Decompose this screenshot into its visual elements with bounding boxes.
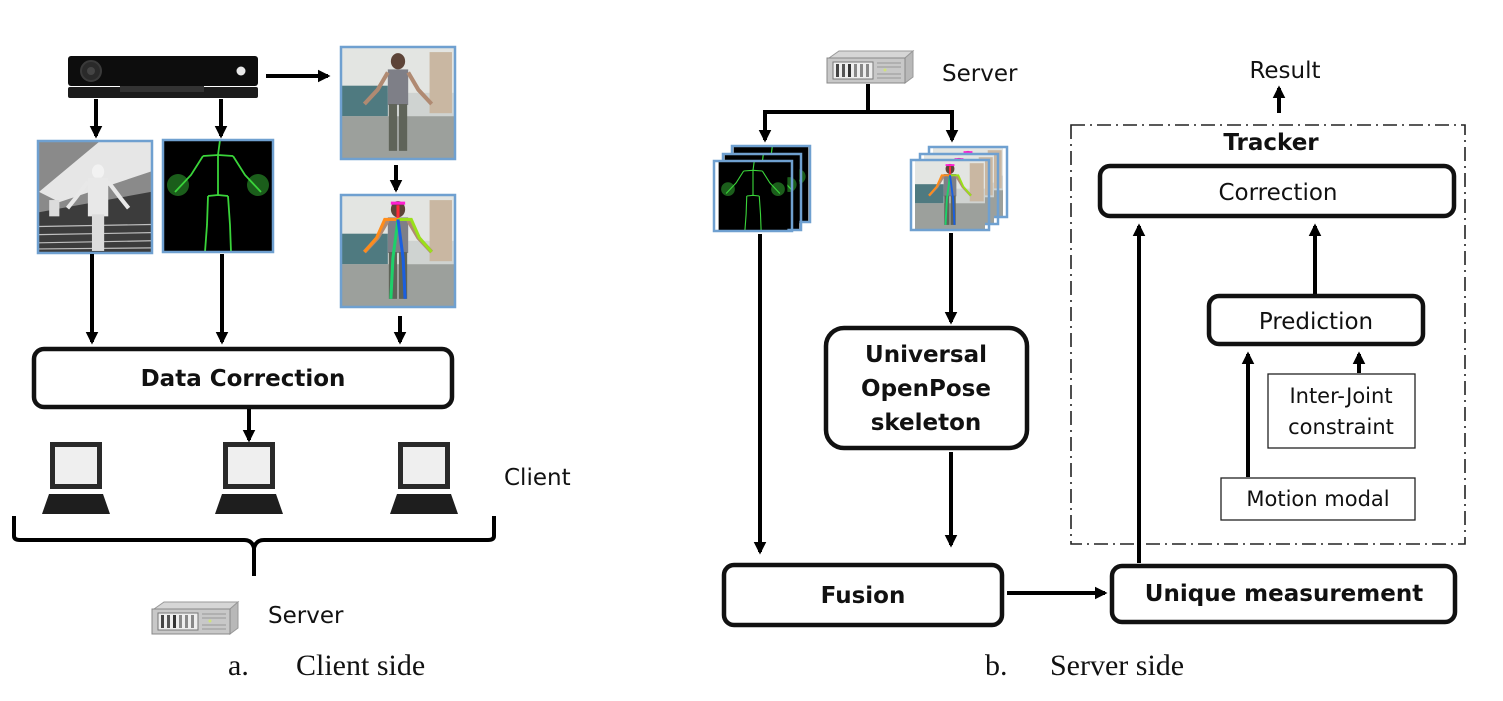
openpose-image (339, 193, 457, 309)
kinect-skeleton-image (161, 138, 275, 254)
server-icon (826, 50, 914, 84)
data-correction-box: Data Correction (31, 346, 455, 410)
universal-openpose-line-3: skeleton (871, 410, 982, 436)
tracker-container (1070, 124, 1466, 545)
rgb-image (339, 45, 457, 161)
inter-joint-constraint-box: Inter-Joint constraint (1267, 373, 1416, 449)
correction-box: Correction (1097, 163, 1457, 219)
prediction-box: Prediction (1206, 293, 1426, 347)
caption-letter-a: a. (228, 649, 249, 682)
server-icon (151, 601, 239, 635)
depth-image (36, 139, 154, 255)
clients-brace (12, 516, 496, 576)
fusion-box: Fusion (721, 562, 1005, 628)
fusion-label: Fusion (821, 583, 906, 609)
panel-a-client-side: Data Correction Client Server a. Client … (12, 45, 571, 682)
unique-measurement-label: Unique measurement (1145, 581, 1423, 607)
constraint-line-1: Inter-Joint (1289, 384, 1392, 408)
data-correction-label: Data Correction (141, 366, 346, 392)
unique-measurement-box: Unique measurement (1109, 563, 1458, 625)
laptop-icon (390, 442, 458, 514)
motion-modal-label: Motion modal (1246, 487, 1389, 511)
openpose-stack (909, 145, 1009, 232)
laptop-icon (215, 442, 283, 514)
kinect-skeleton-stack (712, 144, 812, 233)
laptop-icon (42, 442, 110, 514)
caption-a: Client side (296, 649, 425, 682)
motion-modal-box: Motion modal (1220, 477, 1416, 521)
client-label: Client (504, 465, 571, 491)
caption-b: Server side (1050, 649, 1184, 682)
universal-openpose-box: Universal OpenPose skeleton (823, 325, 1030, 451)
panel-b-server-side: Server Universal OpenPo (712, 50, 1466, 682)
caption-letter-b: b. (985, 649, 1008, 682)
server-split-lines (765, 84, 952, 114)
result-label: Result (1249, 58, 1320, 84)
tracker-title: Tracker (1223, 130, 1319, 156)
constraint-line-2: constraint (1288, 415, 1394, 439)
universal-openpose-line-2: OpenPose (861, 376, 991, 402)
universal-openpose-line-1: Universal (865, 342, 987, 368)
correction-label: Correction (1219, 180, 1338, 206)
server-label-b: Server (942, 61, 1018, 87)
prediction-label: Prediction (1259, 309, 1373, 335)
server-label-a: Server (268, 603, 344, 629)
kinect-sensor-icon (68, 56, 258, 98)
